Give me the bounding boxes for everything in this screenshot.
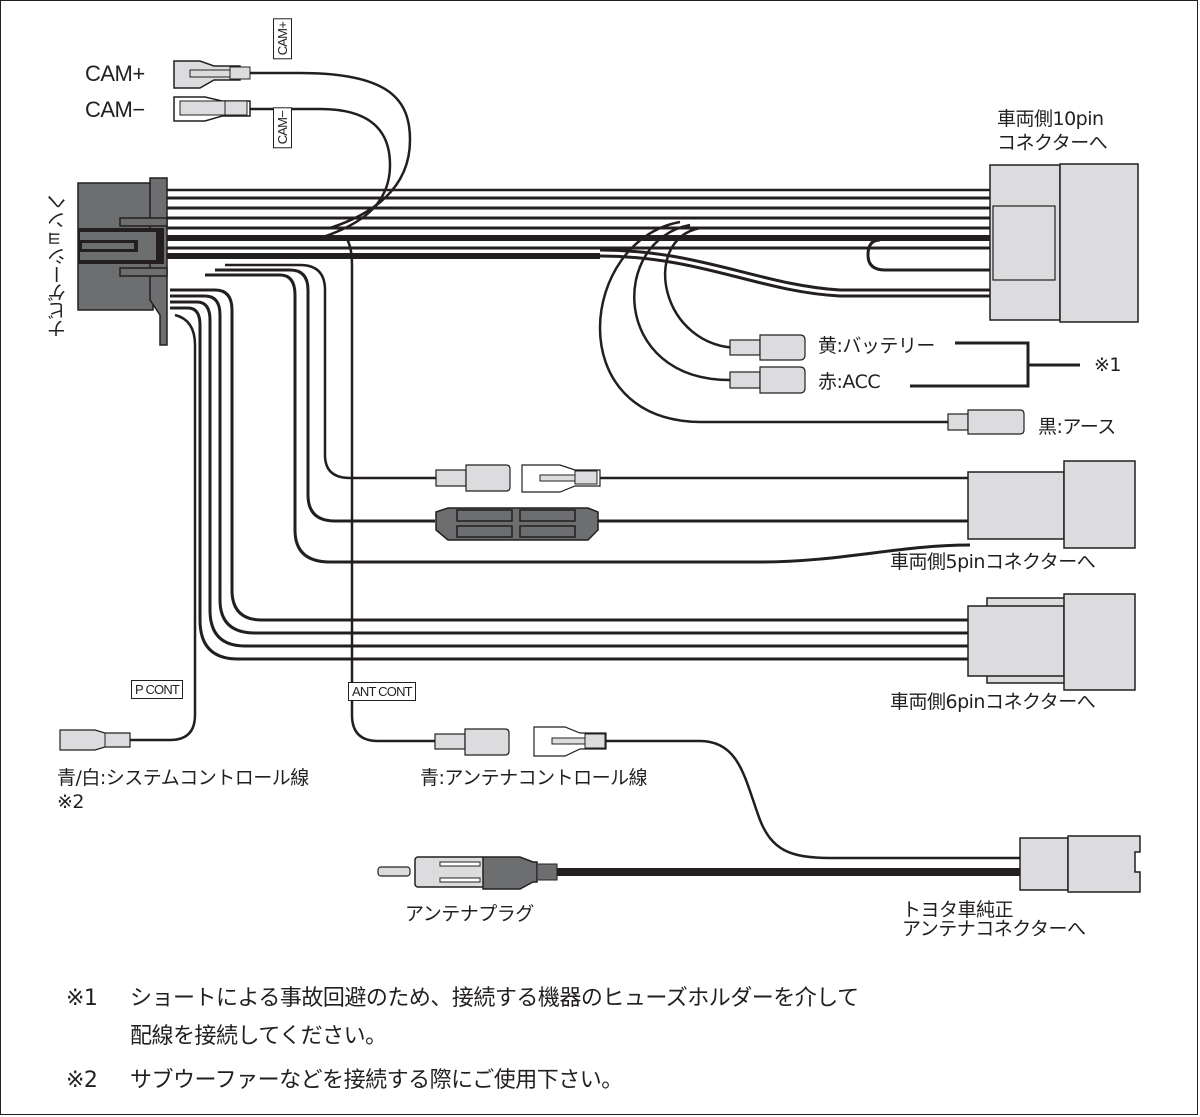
wire-bundle-6pin [170,288,970,661]
toyota-antenna-label-line1: トヨタ車純正 [902,899,1014,921]
battery-label: 黄:バッテリー [818,335,935,357]
ant-cont-wire [343,235,1020,860]
cam-plus-tag: CAM+ [273,18,292,60]
antenna-control-label: 青:アンテナコントロール線 [420,767,648,789]
note1-bracket [910,341,1080,388]
connector-10pin-label-line2: コネクターへ [997,132,1108,154]
system-control-note-ref: ※2 [57,791,85,813]
p-cont-terminal [59,729,131,751]
p-cont-wire [130,313,197,742]
note1-mark: ※1 [66,986,98,1011]
connector-5pin-label: 車両側5pinコネクターへ [890,551,1096,573]
note2-text: サブウーファーなどを接続する際にご使用下さい。 [130,1068,623,1093]
connector-5pin [967,460,1136,549]
cam-plus-label: CAM+ [85,61,145,86]
ground-terminal [947,409,1025,435]
connector-6pin-label: 車両側6pinコネクターへ [890,691,1096,713]
fuse-holder [435,507,599,541]
navigation-label: ナビゲーションへ [47,194,69,338]
note1-text-line2: 配線を接続してください。 [130,1024,387,1049]
wire-bundle-10pin [167,188,990,298]
connector-6pin [967,593,1136,691]
ground-label: 黒:アース [1038,416,1116,438]
system-control-label: 青/白:システムコントロール線 [57,767,309,789]
antenna-plug-label: アンテナプラグ [405,903,534,925]
connector-toyota-antenna [1019,835,1141,893]
note2-mark: ※2 [66,1068,98,1093]
navigation-connector [77,177,168,346]
wire-bundle-5pin [205,263,971,564]
connector-10pin-label-line1: 車両側10pin [997,108,1104,130]
cam-minus-tag: CAM− [273,107,292,149]
note1-text-line1: ショートによる事故回避のため、接続する機器のヒューズホルダーを介して [130,986,859,1011]
battery-terminal [729,334,806,361]
connector-10pin [989,163,1139,323]
ant-cont-tag: ANT CONT [348,682,416,701]
ant-cont-female-terminal [533,726,607,757]
ant-cont-male-terminal [434,728,510,756]
toyota-antenna-label-line2: アンテナコネクターへ [902,918,1086,940]
power-wires [598,220,950,424]
cam-minus-label: CAM− [85,97,145,122]
cam-wires [250,71,412,240]
cam-minus-terminal [173,96,251,122]
p-cont-tag: P CONT [131,680,184,699]
acc-label: 赤:ACC [818,371,881,393]
antenna-plug [377,856,558,890]
acc-terminal [729,366,806,394]
5pin-male-terminal [435,464,511,492]
cam-plus-terminal [173,60,251,89]
note1-reference: ※1 [1094,354,1122,376]
5pin-female-terminal [521,464,601,493]
